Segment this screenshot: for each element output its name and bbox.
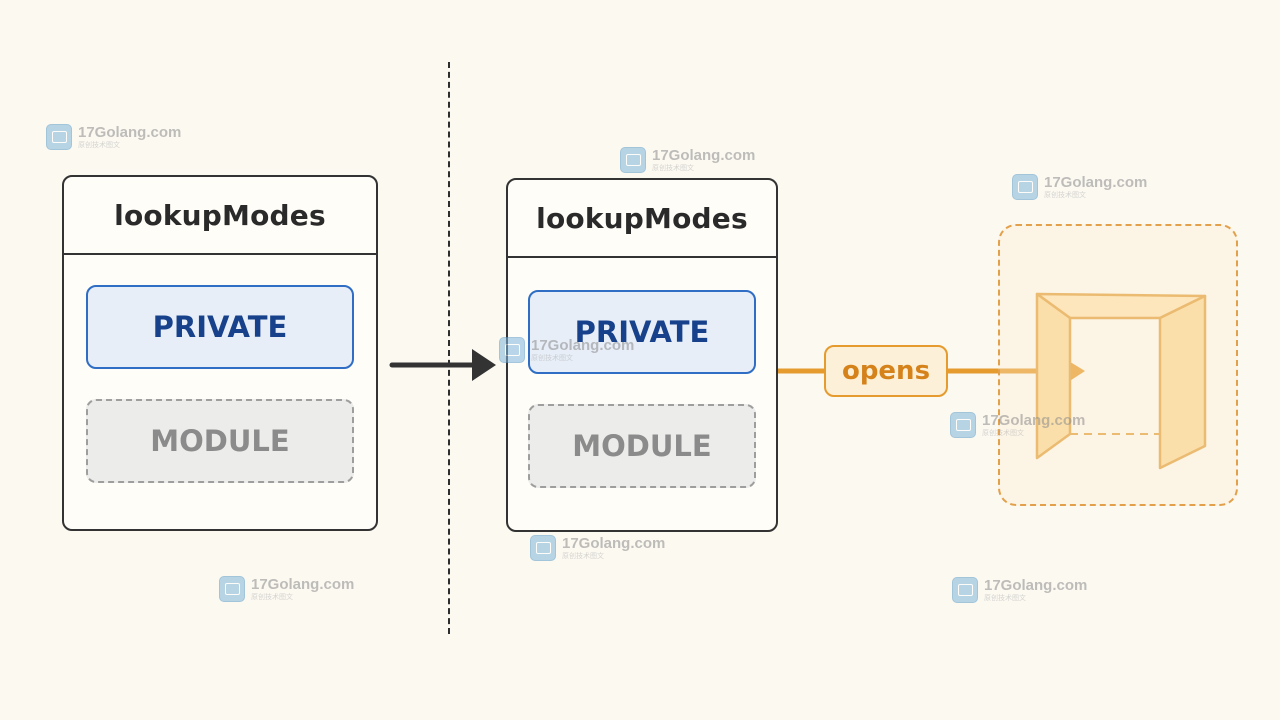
watermark-logo-icon [950, 412, 976, 438]
right-private-mode: PRIVATE [528, 290, 756, 374]
right-box-title: lookupModes [508, 180, 776, 258]
target-dashed-region [998, 224, 1238, 506]
watermark-logo-icon [952, 577, 978, 603]
right-module-mode: MODULE [528, 404, 756, 488]
watermark-logo-icon [530, 535, 556, 561]
open-door-icon [1035, 292, 1207, 470]
watermark-logo-icon [46, 124, 72, 150]
watermark-title: 17Golang.com [984, 577, 1088, 594]
watermark-logo-icon [620, 147, 646, 173]
watermark-title: 17Golang.com [562, 535, 666, 552]
left-private-mode: PRIVATE [86, 285, 354, 369]
watermark-logo-icon [499, 337, 525, 363]
before-after-divider [448, 62, 450, 634]
watermark-subtitle: 原创技术图文 [982, 429, 1024, 437]
watermark-subtitle: 原创技术图文 [1044, 191, 1086, 199]
watermark-subtitle: 原创技术图文 [984, 594, 1026, 602]
opens-label: opens [824, 345, 948, 397]
watermark-logo-icon [1012, 174, 1038, 200]
watermark-subtitle: 原创技术图文 [562, 552, 604, 560]
watermark-title: 17Golang.com [1044, 174, 1148, 191]
watermark-logo-icon [219, 576, 245, 602]
watermark-subtitle: 原创技术图文 [652, 164, 694, 172]
watermark-title: 17Golang.com [251, 576, 355, 593]
watermark-title: 17Golang.com [982, 412, 1086, 429]
watermark-title: 17Golang.com [652, 147, 756, 164]
left-lookup-modes-box: lookupModes PRIVATE MODULE [62, 175, 378, 531]
left-module-mode: MODULE [86, 399, 354, 483]
watermark-subtitle: 原创技术图文 [531, 354, 573, 362]
watermark-title: 17Golang.com [531, 337, 635, 354]
watermark-subtitle: 原创技术图文 [251, 593, 293, 601]
left-box-title: lookupModes [64, 177, 376, 255]
watermark-subtitle: 原创技术图文 [78, 141, 120, 149]
right-lookup-modes-box: lookupModes PRIVATE MODULE [506, 178, 778, 532]
transition-arrow [389, 349, 496, 381]
watermark-title: 17Golang.com [78, 124, 182, 141]
